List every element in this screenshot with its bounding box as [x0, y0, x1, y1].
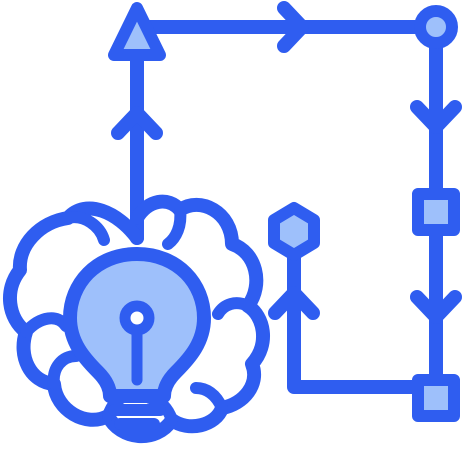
square-node-icon-2 [412, 374, 460, 422]
brain-fold-left-upper [62, 211, 110, 246]
brain-fold-left-middle [20, 312, 72, 338]
hexagon-up-arrow-icon [268, 286, 320, 320]
left-up-arrow-icon [111, 106, 163, 140]
right-down-arrow-icon-1 [410, 100, 462, 134]
brain-fold-right-upper [162, 204, 187, 250]
brain-fold-left-lower [47, 350, 82, 390]
right-down-arrow-icon-2 [410, 290, 462, 324]
square-node-icon-1 [412, 188, 460, 236]
circle-node-icon [414, 5, 458, 49]
bottom-connector-line [287, 248, 429, 394]
brain-fold-right-middle [212, 297, 254, 320]
hexagon-node-icon [268, 202, 320, 261]
triangle-node-icon [108, 2, 166, 61]
brain-fold-right-lower [190, 382, 228, 414]
top-arrow-icon [277, 1, 309, 53]
